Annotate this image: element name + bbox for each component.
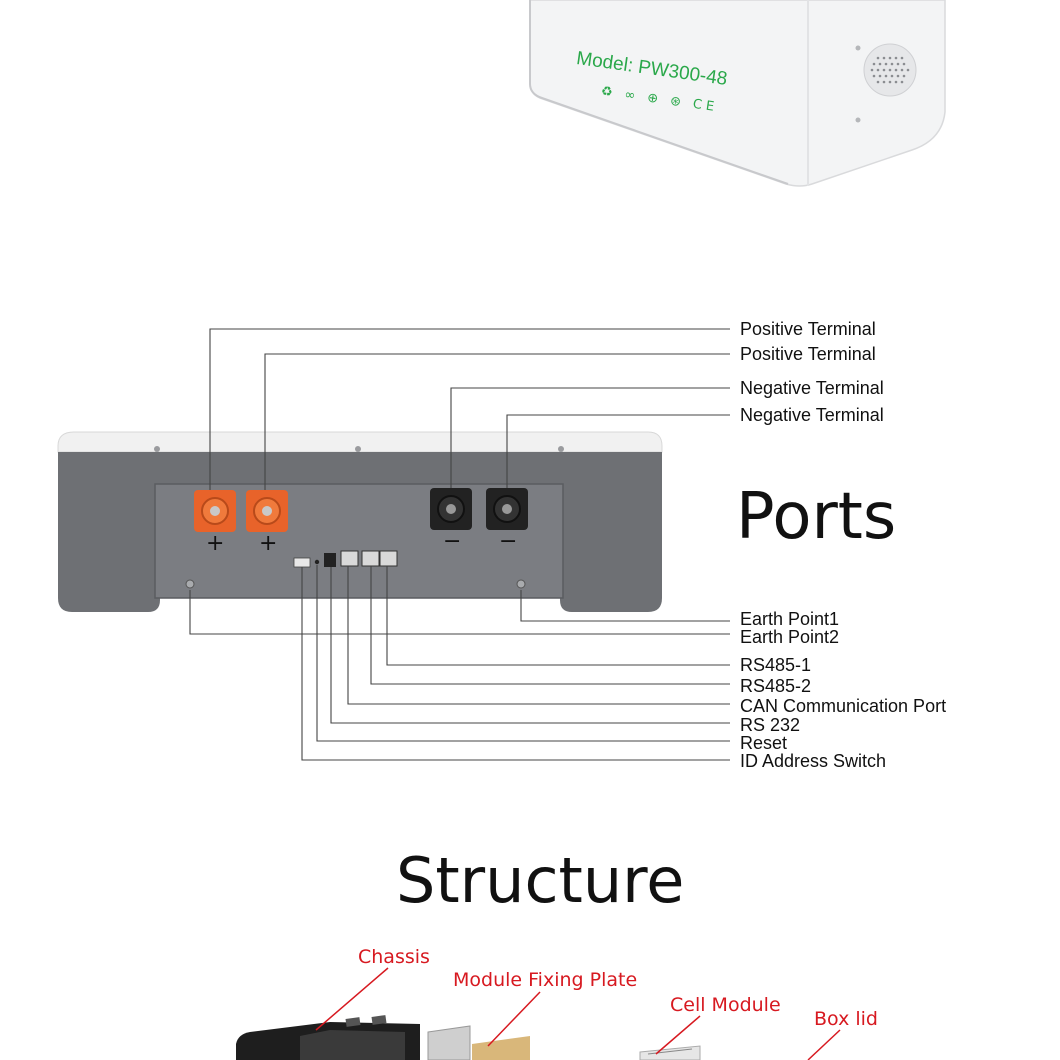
reset-button	[314, 559, 320, 565]
negative-terminal-1	[430, 488, 472, 530]
callout-positive-terminal-2: Positive Terminal	[740, 344, 876, 364]
positive-symbol-1: +	[206, 531, 225, 556]
callout-earth-point-1: Earth Point1	[740, 609, 840, 629]
positive-terminal-1	[194, 490, 236, 532]
negative-symbol-2: −	[499, 529, 518, 554]
label-module-fixing-plate: Module Fixing Plate	[453, 969, 638, 991]
label-cell-module: Cell Module	[670, 994, 781, 1016]
positive-terminal-2	[246, 490, 288, 532]
rs232-port	[324, 553, 336, 567]
label-box-lid: Box lid	[814, 1008, 878, 1030]
callout-rs485-1: RS485-1	[740, 655, 812, 675]
negative-terminal-2	[486, 488, 528, 530]
callout-positive-terminal-1: Positive Terminal	[740, 319, 876, 339]
callout-earth-point-2: Earth Point2	[740, 627, 840, 647]
callout-rs485-2: RS485-2	[740, 676, 812, 696]
rs485-1-port	[379, 550, 398, 567]
callout-negative-terminal-1: Negative Terminal	[740, 378, 884, 398]
can-port	[340, 550, 359, 567]
callout-id-address-switch: ID Address Switch	[740, 751, 887, 771]
positive-symbol-2: +	[259, 531, 278, 556]
structure-heading: Structure	[396, 844, 685, 917]
callout-can-port: CAN Communication Port	[740, 696, 947, 716]
ports-heading: Ports	[736, 480, 897, 554]
earth-point-left	[185, 579, 195, 589]
callout-rs232: RS 232	[740, 715, 801, 735]
earth-point-right	[516, 579, 526, 589]
callout-reset: Reset	[740, 733, 788, 753]
callout-negative-terminal-2: Negative Terminal	[740, 405, 884, 425]
negative-symbol-1: −	[443, 529, 462, 554]
label-chassis: Chassis	[358, 946, 430, 968]
